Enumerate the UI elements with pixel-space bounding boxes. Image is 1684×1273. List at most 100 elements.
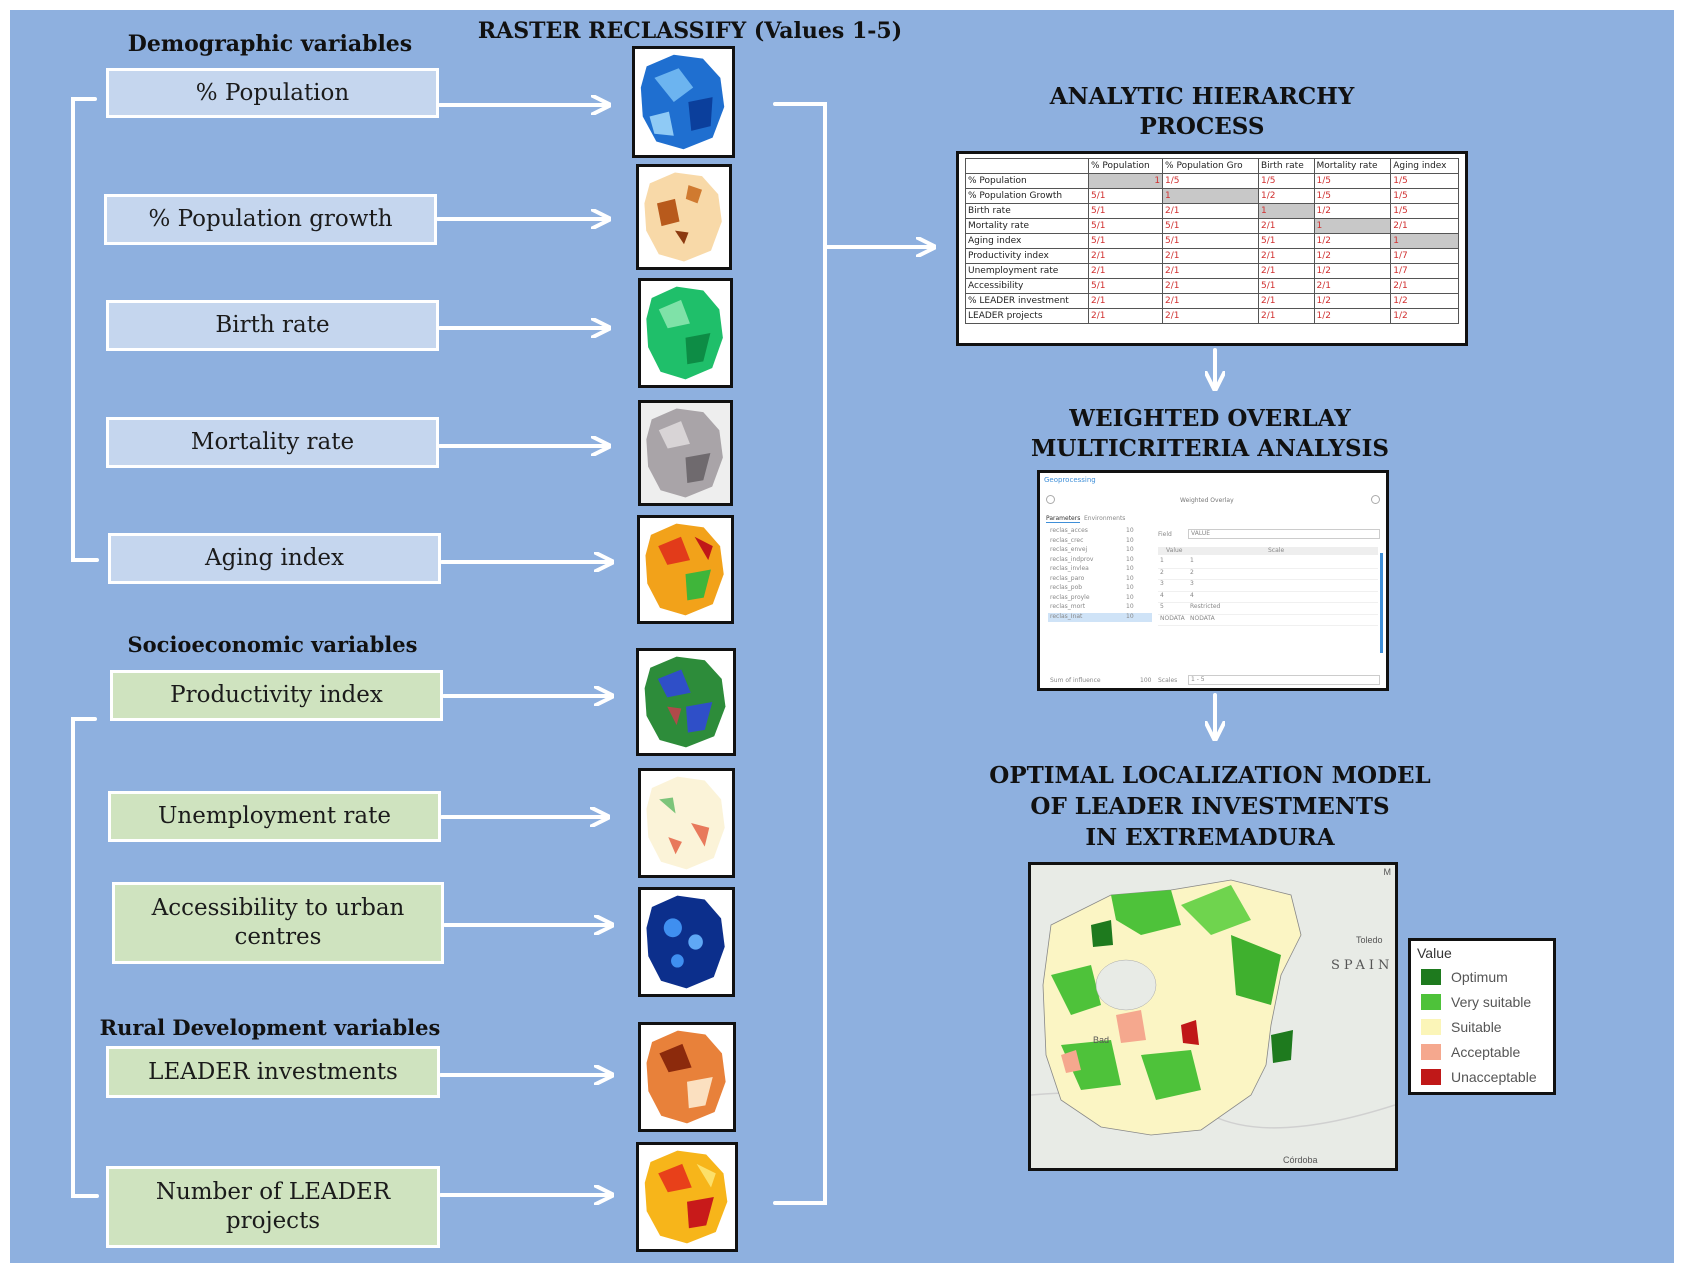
ahp-cell: 5/1	[1087, 203, 1164, 219]
ahp-cell: 1/2	[1313, 293, 1392, 309]
ahp-matrix: % Population % Population Gro Birth rate…	[956, 151, 1468, 346]
map-label-cordoba: Córdoba	[1283, 1155, 1318, 1165]
ahp-cell: 2/1	[1162, 263, 1259, 279]
raster-thumbnail-leader-projects	[636, 1142, 738, 1252]
ahp-cell: 1/2	[1390, 293, 1459, 309]
ahp-cell: 1	[1390, 233, 1459, 249]
wo-scale-scale: 1	[1190, 557, 1194, 564]
ahp-cell: 1/2	[1313, 308, 1392, 324]
ahp-cell: 5/1	[1087, 278, 1164, 294]
left-bracket-demographic	[71, 97, 99, 562]
ahp-row-label: Birth rate	[965, 203, 1089, 219]
ahp-cell: 1	[1087, 173, 1164, 189]
ahp-cell: 2/1	[1390, 218, 1459, 234]
ahp-cell: 5/1	[1162, 233, 1259, 249]
ahp-cell: 1/5	[1390, 203, 1459, 219]
wo-scale-value: 5	[1160, 603, 1164, 610]
wo-scales-select[interactable]: 1 - 5	[1188, 675, 1380, 685]
ahp-row-label: Unemployment rate	[965, 263, 1089, 279]
ahp-cell: 2/1	[1258, 218, 1315, 234]
rural-development-variables-heading: Rural Development variables	[99, 1015, 441, 1040]
ahp-cell: 1/2	[1313, 263, 1392, 279]
ahp-row-label: Aging index	[965, 233, 1089, 249]
suitability-map-graphic	[1031, 865, 1395, 1168]
wo-tab-parameters[interactable]: Parameters	[1046, 515, 1081, 523]
variable-label: % Population	[195, 79, 350, 106]
wo-field-select[interactable]: VALUE	[1188, 529, 1380, 539]
wo-raster-influence: 10	[1126, 584, 1134, 591]
variable-box-unemployment-rate: Unemployment rate	[108, 791, 441, 842]
variable-label-line1: Number of LEADER	[155, 1179, 391, 1206]
raster-thumbnail-mortality-rate	[638, 400, 733, 506]
variable-label-line1: Accessibility to urban	[151, 895, 405, 922]
map-label-m: M	[1383, 867, 1392, 877]
map-label-spain: SPAIN	[1331, 958, 1394, 973]
ahp-header-cell: Mortality rate	[1313, 158, 1392, 174]
wo-tab-environments[interactable]: Environments	[1084, 515, 1126, 522]
wo-scale-scale: 2	[1190, 568, 1194, 576]
ahp-cell: 1	[1313, 218, 1392, 234]
map-legend: Value Optimum Very suitable Suitable Acc…	[1408, 938, 1556, 1095]
wo-sum-label: Sum of influence	[1050, 677, 1101, 684]
model-title-line2: OF LEADER INVESTMENTS	[1030, 793, 1390, 820]
ahp-cell: 5/1	[1087, 233, 1164, 249]
ahp-cell: 2/1	[1162, 278, 1259, 294]
wo-raster-influence: 10	[1126, 555, 1134, 563]
wo-raster-influence: 10	[1126, 612, 1134, 620]
variable-label-line2: centres	[234, 924, 322, 950]
raster-thumbnail-population	[632, 46, 735, 158]
wo-scale-value: 4	[1160, 591, 1164, 599]
wo-scale-value: 1	[1160, 557, 1164, 564]
wo-help-icon[interactable]	[1371, 495, 1380, 504]
legend-swatch	[1421, 994, 1441, 1010]
raster-thumbnail-leader-investments	[638, 1022, 736, 1132]
model-title: OPTIMAL LOCALIZATION MODEL OF LEADER INV…	[970, 760, 1450, 853]
ahp-cell: 1/5	[1390, 188, 1459, 204]
ahp-cell: 1/2	[1313, 248, 1392, 264]
raster-thumbnail-birth-rate	[638, 278, 733, 388]
variable-label: Birth rate	[215, 312, 330, 339]
wo-back-icon[interactable]	[1046, 495, 1055, 504]
ahp-cell: 2/1	[1258, 248, 1315, 264]
ahp-header-cell: % Population Gro	[1162, 158, 1259, 174]
ahp-cell: 1/2	[1313, 233, 1392, 249]
variable-label: Aging index	[204, 545, 344, 572]
ahp-cell: 2/1	[1313, 278, 1392, 294]
legend-swatch	[1421, 969, 1441, 985]
wo-raster-influence: 10	[1126, 536, 1134, 544]
ahp-cell: 1	[1258, 203, 1315, 219]
ahp-cell: 1/2	[1390, 308, 1459, 324]
ahp-header-cell: Birth rate	[1258, 158, 1315, 174]
model-title-line1: OPTIMAL LOCALIZATION MODEL	[989, 762, 1431, 789]
ahp-cell: 2/1	[1087, 308, 1164, 324]
ahp-cell: 5/1	[1087, 218, 1164, 234]
ahp-row-label: LEADER projects	[965, 308, 1089, 324]
ahp-cell: 1/5	[1313, 188, 1392, 204]
wo-titlebar: Geoprocessing	[1044, 476, 1096, 484]
ahp-cell: 5/1	[1162, 218, 1259, 234]
wo-scrollbar[interactable]	[1380, 553, 1383, 653]
wo-raster-influence: 10	[1126, 546, 1134, 553]
